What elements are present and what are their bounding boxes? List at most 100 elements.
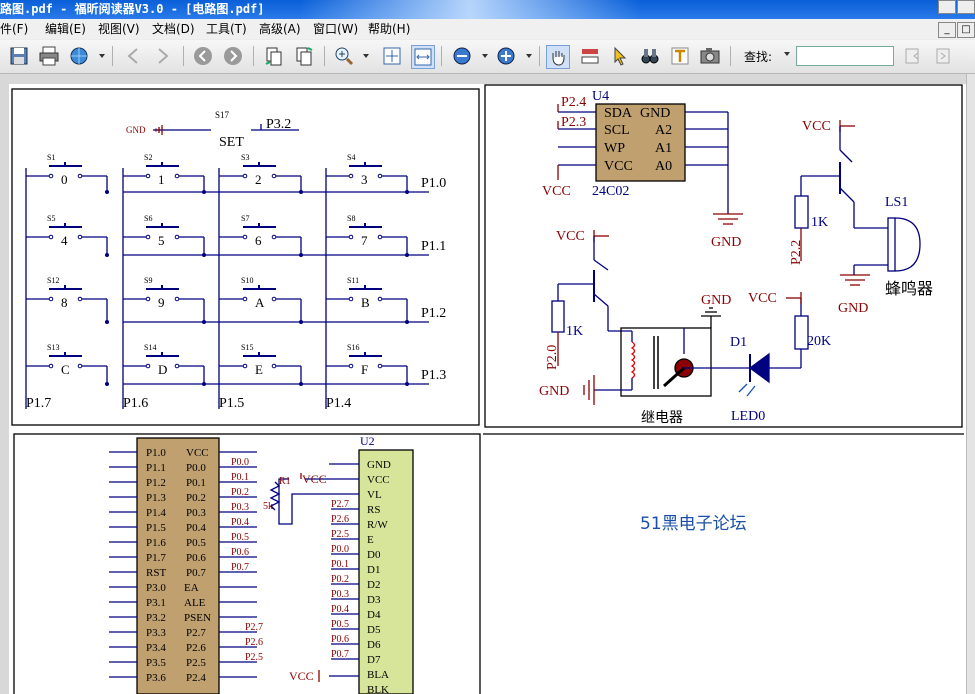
mcu-pin-label: P0.4: [186, 522, 206, 534]
find-binoculars-icon[interactable]: [639, 45, 661, 67]
relay-transistor: [593, 259, 609, 271]
mcu-net-label: P0.1: [231, 472, 249, 483]
find-previous-icon[interactable]: [902, 45, 924, 67]
key-ref: S16: [347, 343, 359, 352]
lcd-pin-label: BLA: [367, 669, 389, 681]
lcd-pin-label: D0: [367, 549, 381, 561]
menu-help[interactable]: 帮助(H): [368, 22, 411, 36]
mcu-net-label: P0.2: [231, 487, 249, 498]
col-label: P1.7: [26, 396, 51, 411]
buzzer-transistor: [839, 149, 853, 163]
rotate-right-icon[interactable]: [293, 45, 315, 67]
key-label: 9: [158, 295, 165, 310]
menu-window[interactable]: 窗口(W): [313, 22, 359, 36]
menu-tools[interactable]: 工具(T): [206, 22, 247, 36]
key-contact: [348, 296, 354, 302]
net-p24: P2.4: [561, 95, 586, 110]
net-p22: P2.2: [789, 240, 804, 265]
junction-dot: [405, 320, 409, 324]
chevron-down-icon[interactable]: [99, 54, 105, 58]
menu-document[interactable]: 文档(D): [152, 22, 195, 36]
key-ref: S4: [347, 153, 355, 162]
app-minimize-button[interactable]: [938, 0, 956, 14]
zoom-out-circle-icon[interactable]: [451, 45, 473, 67]
snapshot-camera-icon[interactable]: [699, 45, 721, 67]
net-p23: P2.3: [561, 115, 586, 130]
key-contact: [242, 296, 248, 302]
key-contact: [77, 234, 83, 240]
led-diode: [748, 352, 770, 384]
eeprom-vcc-label: VCC: [542, 184, 571, 199]
mcu-pin-label: P1.5: [146, 522, 166, 534]
pin-vcc: VCC: [604, 159, 633, 174]
last-page-icon[interactable]: [152, 45, 174, 67]
u4-ref: U4: [592, 89, 609, 104]
lcd-pin-label: D6: [367, 639, 381, 651]
key-contact: [242, 173, 248, 179]
menu-view[interactable]: 视图(V): [98, 22, 140, 36]
app-restore-button[interactable]: [957, 0, 975, 14]
mcu-chip: [136, 437, 220, 694]
mcu-pin-label: P0.3: [186, 507, 206, 519]
next-page-icon[interactable]: [222, 45, 244, 67]
rotate-left-icon[interactable]: [263, 45, 285, 67]
col-label: P1.6: [123, 396, 148, 411]
chevron-down-icon[interactable]: [526, 54, 532, 58]
first-page-icon[interactable]: [122, 45, 144, 67]
key-ref: S2: [144, 153, 152, 162]
typewriter-icon[interactable]: [669, 45, 691, 67]
lcd-net-label: P2.6: [331, 514, 349, 525]
hand-tool-icon[interactable]: [546, 45, 570, 69]
col-label: P1.4: [326, 396, 351, 411]
email-globe-icon[interactable]: [68, 45, 90, 67]
junction-dot: [202, 382, 206, 386]
key-label: 4: [61, 233, 68, 248]
mcu-net-label: P2.7: [245, 622, 263, 633]
pin-scl: SCL: [604, 123, 630, 138]
menu-edit[interactable]: 编辑(E): [45, 22, 86, 36]
zoom-in-icon[interactable]: [333, 45, 355, 67]
relay-transistor: [593, 293, 609, 307]
minimize-button[interactable]: _: [938, 22, 956, 38]
save-icon[interactable]: [8, 45, 30, 67]
row-label: P1.2: [421, 306, 446, 321]
find-next-icon[interactable]: [933, 45, 955, 67]
key-contact: [145, 234, 151, 240]
relay-resistor: [551, 300, 565, 333]
mcu-pin-label: P0.5: [186, 537, 206, 549]
key-contact: [145, 173, 151, 179]
chevron-down-icon[interactable]: [784, 52, 790, 56]
vertical-scrollbar[interactable]: [966, 74, 975, 694]
mcu-pin-label: P1.7: [146, 552, 166, 564]
chevron-down-icon[interactable]: [482, 54, 488, 58]
fit-width-icon[interactable]: [411, 45, 435, 69]
toolbar-separator: [253, 46, 254, 66]
mcu-net-label: P0.3: [231, 502, 249, 513]
lcd-pin-label: D2: [367, 579, 380, 591]
junction-dot: [105, 190, 109, 194]
key-contact: [174, 296, 180, 302]
key-contact: [48, 173, 54, 179]
mcu-pin-label: P3.1: [146, 597, 166, 609]
relay-name: 继电器: [641, 410, 683, 426]
buzzer-name: 蜂鸣器: [885, 280, 933, 298]
relay-vcc-label: VCC: [556, 229, 585, 244]
key-contact: [77, 363, 83, 369]
mcu-pin-label: P3.0: [146, 582, 166, 594]
mcu-pin-label: ALE: [184, 597, 206, 609]
eeprom-gnd-label: GND: [711, 235, 741, 250]
pin-a2: A2: [655, 123, 672, 138]
menu-file[interactable]: 件(F): [0, 22, 29, 36]
restore-button[interactable]: □: [957, 22, 975, 38]
select-arrow-icon[interactable]: [609, 45, 631, 67]
text-select-icon[interactable]: [579, 45, 601, 67]
zoom-in-circle-icon[interactable]: [495, 45, 517, 67]
print-icon[interactable]: [38, 45, 60, 67]
net-p20: P2.0: [545, 345, 560, 370]
menu-advanced[interactable]: 高级(A): [259, 22, 301, 36]
chevron-down-icon[interactable]: [363, 54, 369, 58]
find-input[interactable]: [796, 46, 894, 66]
mcu-pin-label: P3.4: [146, 642, 166, 654]
previous-page-icon[interactable]: [192, 45, 214, 67]
fit-page-icon[interactable]: [381, 45, 403, 67]
